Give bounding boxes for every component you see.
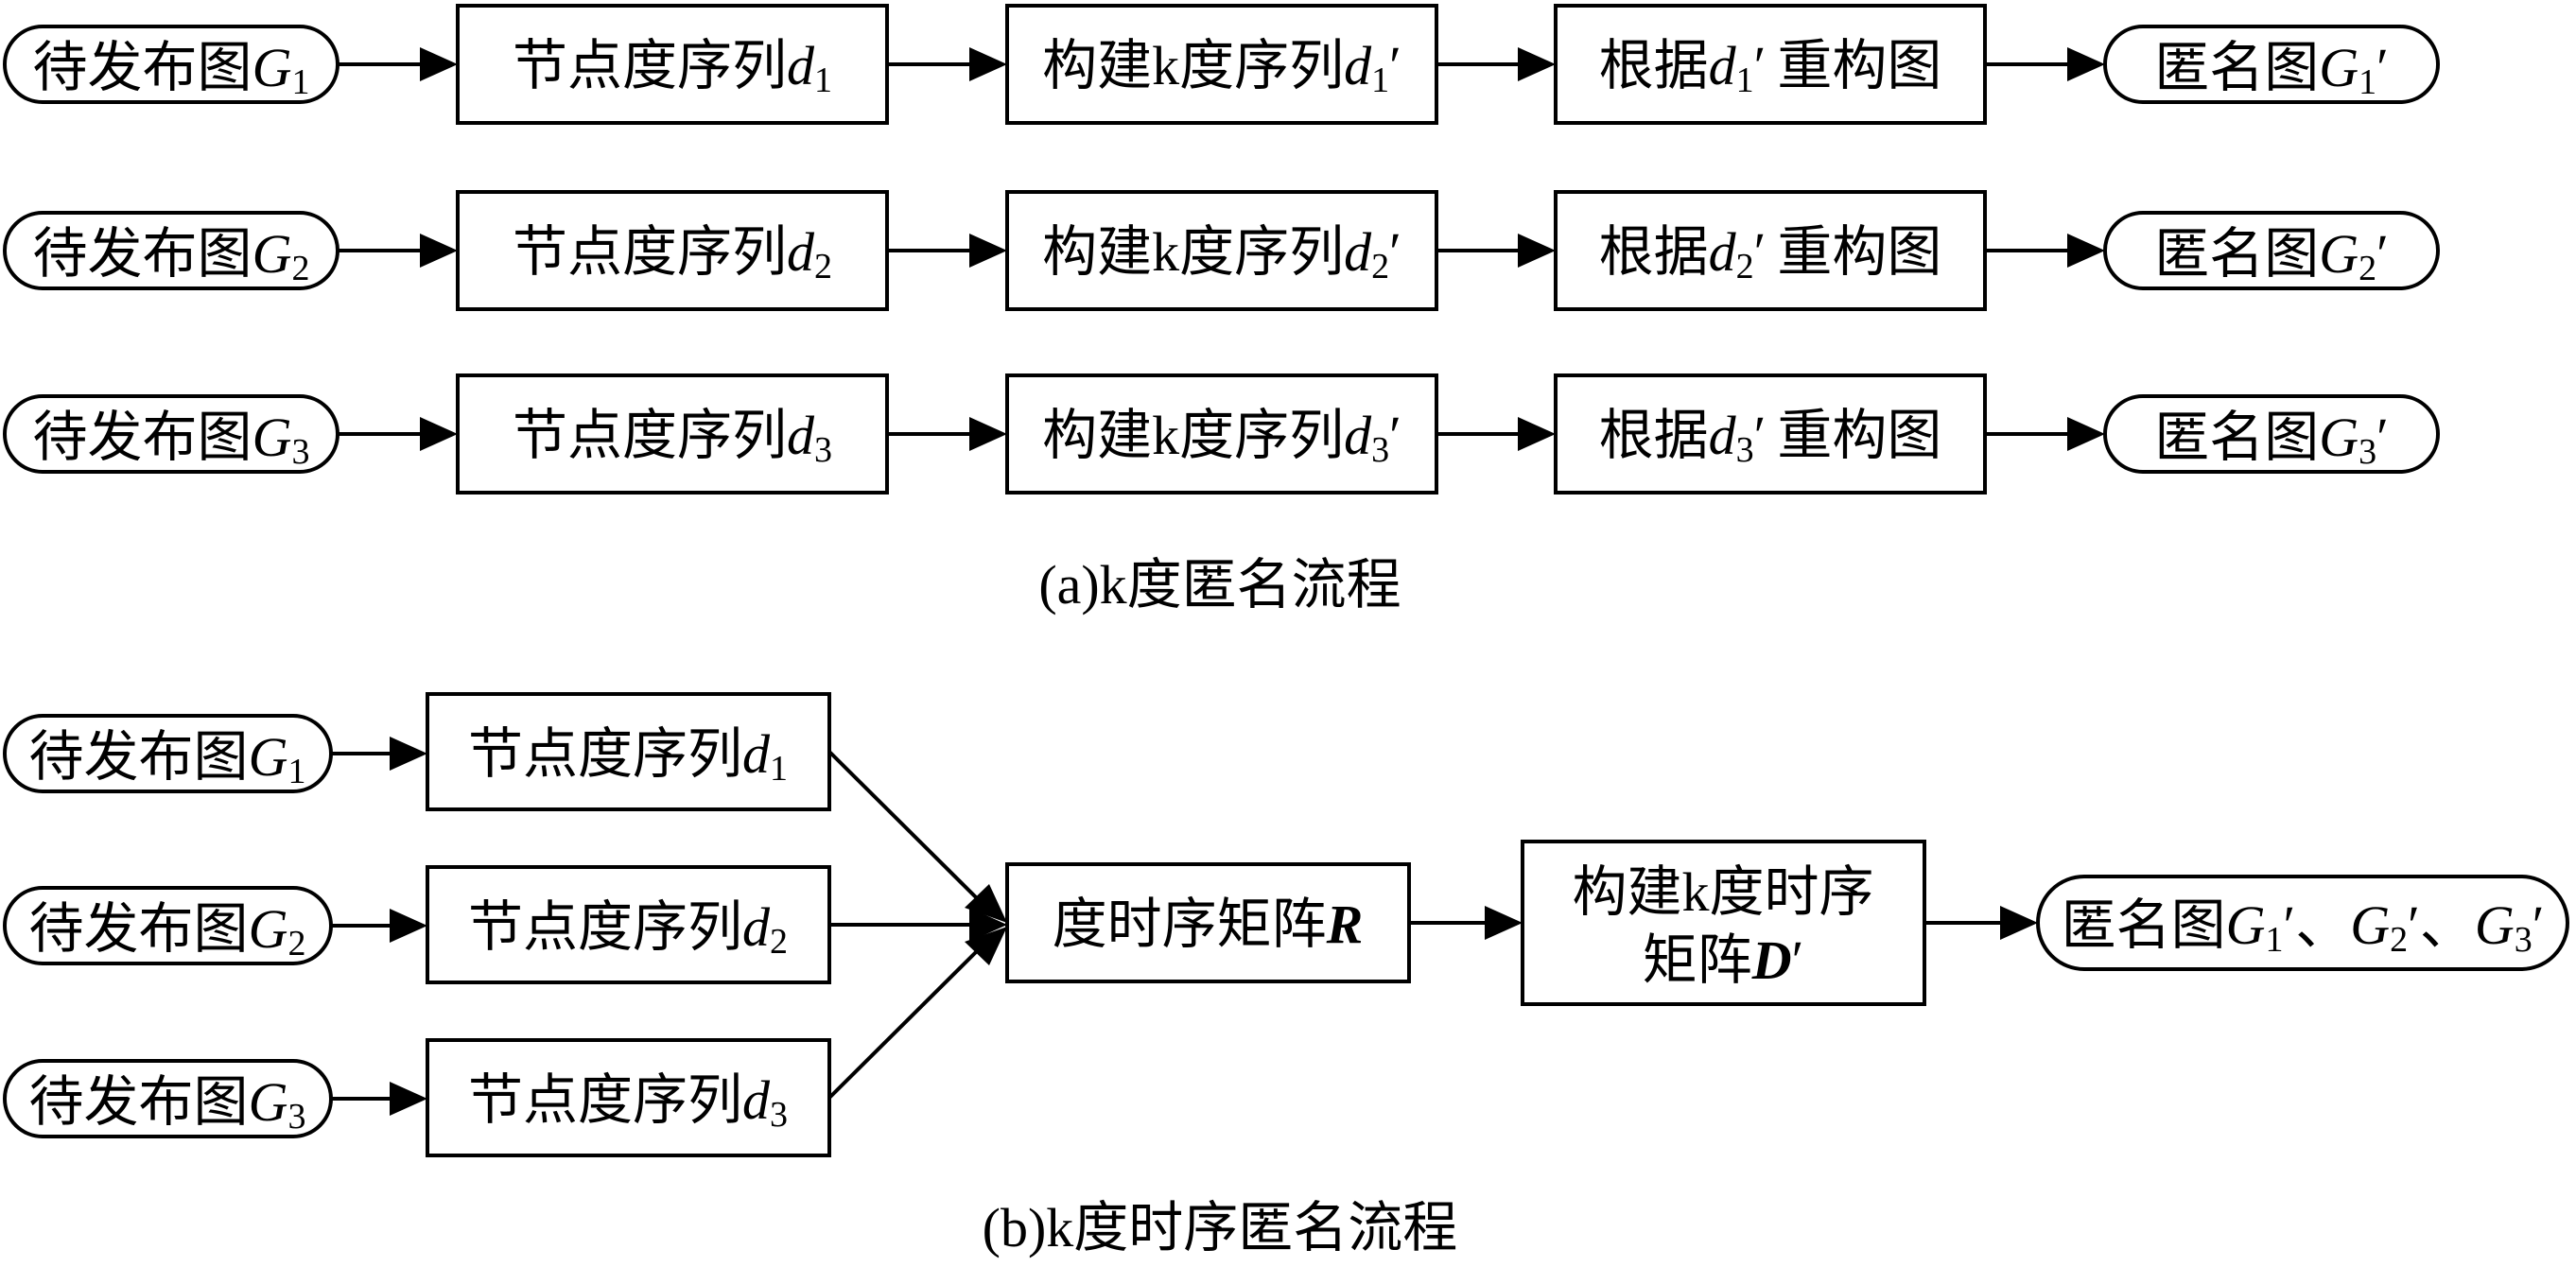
- arrowhead: [1518, 234, 1556, 268]
- reconstruct-graph-label: 根据d2′重构图: [1599, 221, 1942, 286]
- arrowhead: [1485, 906, 1523, 940]
- arrowhead: [965, 884, 1007, 923]
- degree-sequence-node: [456, 4, 889, 125]
- input-graph-label: 待发布图G3: [29, 1071, 306, 1137]
- arrowhead: [2067, 47, 2105, 81]
- reconstruct-graph-label: 根据d3′重构图: [1599, 405, 1942, 470]
- degree-sequence-label: 节点度序列d2: [513, 221, 832, 286]
- section-a-row-3: 待发布图G3 节点度序列d3 构建k度序列d3′ 根据d3′重构图 匿名图G3′: [3, 373, 2440, 495]
- degree-sequence-node: [426, 692, 831, 811]
- section-a: 待发布图G1 节点度序列d1 构建k度序列d1′ 根据d1′重构图 匿名图G1′…: [3, 4, 2440, 616]
- arrowhead: [390, 909, 427, 943]
- section-a-caption: (a)k度匿名流程: [1038, 554, 1401, 616]
- arrowhead: [2067, 234, 2105, 268]
- input-graph-label: 待发布图G1: [33, 37, 310, 102]
- section-a-row-1: 待发布图G1 节点度序列d1 构建k度序列d1′ 根据d1′重构图 匿名图G1′: [3, 4, 2440, 125]
- converging-edge: [827, 946, 983, 1100]
- arrowhead: [969, 47, 1007, 81]
- k-degree-sequence-node: [1005, 4, 1438, 125]
- reconstruct-graph-label: 根据d1′重构图: [1599, 35, 1942, 100]
- anonymized-graph-label: 匿名图G2′: [2154, 223, 2389, 288]
- k-degree-time-matrix-line2: 矩阵D′: [1643, 929, 1804, 991]
- degree-sequence-node: [426, 865, 831, 984]
- reconstruct-graph-node: [1554, 4, 1987, 125]
- arrowhead: [1518, 417, 1556, 451]
- arrowhead: [390, 737, 427, 771]
- arrowhead: [2000, 906, 2038, 940]
- anonymized-graph-label: 匿名图G3′: [2154, 407, 2389, 472]
- section-b: 待发布图G1 待发布图G2 待发布图G3 节点度序列d1 节点度序列d2 节点度…: [3, 692, 2569, 1258]
- k-degree-time-matrix-line1: 构建k度时序: [1572, 861, 1873, 923]
- arrowhead: [969, 417, 1007, 451]
- k-degree-sequence-node: [1005, 190, 1438, 311]
- k-degree-sequence-label: 构建k度序列d2′: [1042, 221, 1401, 286]
- degree-sequence-label: 节点度序列d3: [468, 1069, 788, 1135]
- degree-sequence-node: [456, 190, 889, 311]
- k-degree-time-matrix-node: [1521, 840, 1926, 1006]
- arrowhead: [390, 1082, 427, 1116]
- degree-sequence-node: [426, 1038, 831, 1157]
- arrowhead: [965, 927, 1007, 965]
- degree-sequence-label: 节点度序列d1: [513, 35, 832, 100]
- arrowhead: [420, 47, 458, 81]
- reconstruct-graph-node: [1554, 373, 1987, 495]
- degree-sequence-label: 节点度序列d1: [468, 723, 788, 789]
- k-degree-sequence-label: 构建k度序列d1′: [1042, 35, 1401, 100]
- degree-sequence-label: 节点度序列d2: [468, 896, 788, 962]
- k-degree-sequence-label: 构建k度序列d3′: [1042, 405, 1401, 470]
- arrowhead: [420, 417, 458, 451]
- section-a-row-2: 待发布图G2 节点度序列d2 构建k度序列d2′ 根据d2′重构图 匿名图G2′: [3, 190, 2440, 311]
- arrowhead: [969, 908, 1007, 942]
- anonymized-graphs-node: [2036, 875, 2569, 971]
- section-b-caption: (b)k度时序匿名流程: [983, 1197, 1458, 1258]
- anonymized-graph-label: 匿名图G1′: [2154, 37, 2389, 102]
- input-graph-label: 待发布图G3: [33, 407, 310, 472]
- degree-time-matrix-node: [1005, 862, 1411, 983]
- arrowhead: [2067, 417, 2105, 451]
- arrowhead: [420, 234, 458, 268]
- arrowhead: [969, 234, 1007, 268]
- input-graph-label: 待发布图G2: [29, 898, 306, 963]
- arrowhead: [1518, 47, 1556, 81]
- input-graph-label: 待发布图G2: [33, 223, 310, 288]
- k-degree-sequence-node: [1005, 373, 1438, 495]
- input-graph-label: 待发布图G1: [29, 726, 306, 791]
- converging-edge: [827, 750, 983, 904]
- degree-sequence-label: 节点度序列d3: [513, 405, 832, 470]
- anonymized-graphs-label: 匿名图G1′、G2′、G3′: [2062, 894, 2545, 960]
- degree-time-matrix-label: 度时序矩阵R: [1053, 894, 1364, 955]
